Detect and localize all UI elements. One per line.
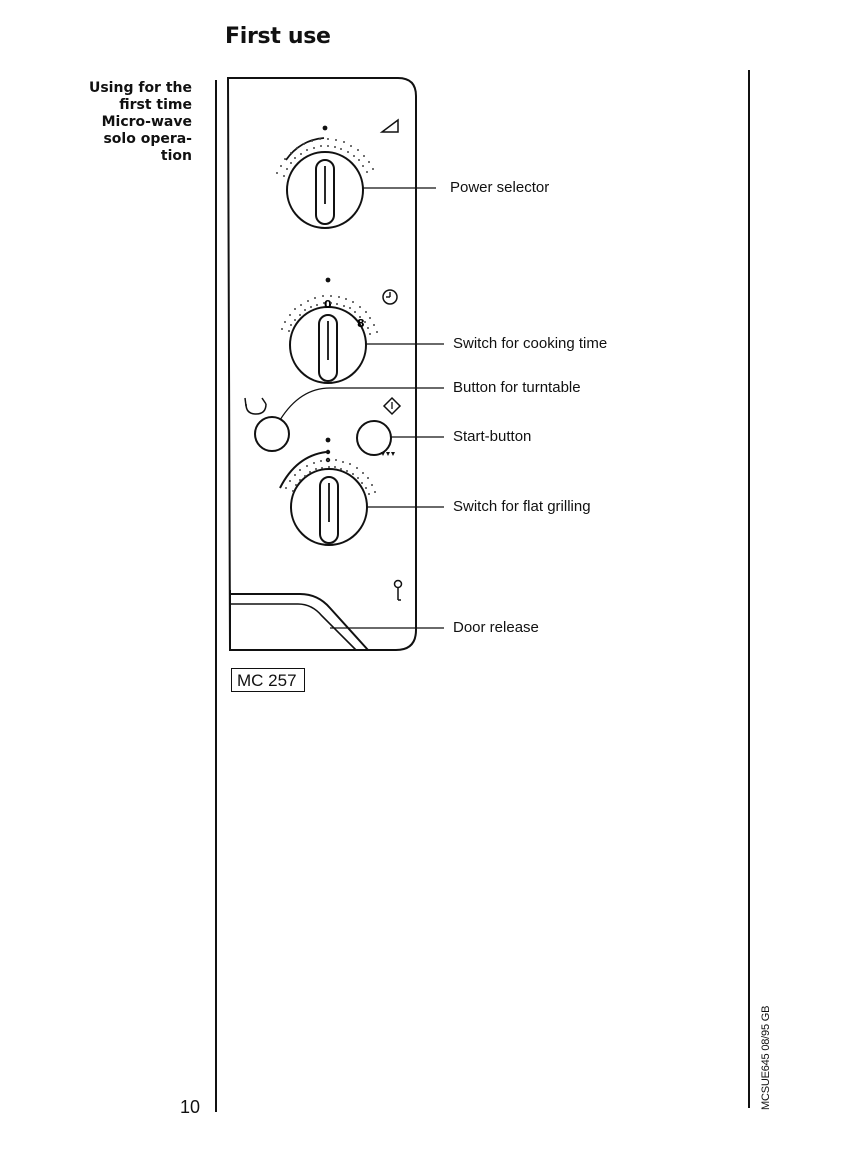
dial-scale-dot — [334, 146, 336, 148]
svg-text:8: 8 — [357, 317, 365, 330]
dial-scale-dot — [368, 493, 370, 495]
dial-scale-dot — [321, 467, 323, 469]
callout-turntable: Button for turntable — [453, 379, 581, 396]
power-triangle-icon — [382, 120, 398, 132]
dial-scale-dot — [292, 490, 294, 492]
dial-scale-dot — [280, 165, 282, 167]
dial-scale-dot — [289, 314, 291, 316]
dial-scale-dot — [299, 479, 301, 481]
power-selector-knob — [286, 126, 363, 228]
dial-scale-dot — [330, 302, 332, 304]
dial-scale-dot — [343, 305, 345, 307]
turntable-icon — [245, 398, 266, 414]
dial-scale-dot — [316, 304, 318, 306]
dial-scale-dot — [304, 475, 306, 477]
dial-scale-dot — [335, 139, 337, 141]
dial-scale-dot — [299, 314, 301, 316]
dial-scale-dot — [352, 473, 354, 475]
dial-scale-dot — [371, 484, 373, 486]
dial-scale-dot — [284, 158, 286, 160]
dial-scale-dot — [303, 143, 305, 145]
callout-flat-grilling: Switch for flat grilling — [453, 498, 591, 515]
dial-scale-dot — [347, 151, 349, 153]
turntable-button-shape — [255, 417, 289, 451]
dial-scale-dot — [365, 311, 367, 313]
dial-scale-dot — [343, 141, 345, 143]
dial-scale-dot — [320, 460, 322, 462]
dial-scale-dot — [350, 145, 352, 147]
dial-scale-dot — [300, 304, 302, 306]
dial-scale-dot — [364, 321, 366, 323]
dial-scale-dot — [374, 491, 376, 493]
dial-scale-dot — [328, 466, 330, 468]
dial-scale-dot — [286, 168, 288, 170]
dial-scale-dot — [362, 472, 364, 474]
dial-scale-dot — [357, 477, 359, 479]
callout-door-release: Door release — [453, 619, 539, 636]
svg-text:0: 0 — [324, 298, 332, 311]
dial-scale-dot — [290, 152, 292, 154]
dial-scale-dot — [327, 138, 329, 140]
dial-scale-dot — [283, 175, 285, 177]
dial-scale-dot — [330, 295, 332, 297]
dial-scale-dot — [290, 162, 292, 164]
dial-scale-dot — [306, 465, 308, 467]
model-label: MC 257 — [231, 668, 305, 692]
panel-outline — [228, 78, 416, 650]
start-button-shape — [357, 421, 391, 455]
dial-scale-dot — [310, 306, 312, 308]
callout-start: Start-button — [453, 428, 531, 445]
grill-icon — [381, 452, 395, 456]
dial-scale-dot — [281, 328, 283, 330]
dial-scale-dot — [313, 462, 315, 464]
dial-scale-dot — [365, 487, 367, 489]
dial-scale-dot — [307, 300, 309, 302]
callout-cooking-time: Switch for cooking time — [453, 335, 607, 352]
callout-power-selector: Power selector — [450, 179, 549, 196]
dial-scale-dot — [296, 147, 298, 149]
dial-scale-dot — [313, 147, 315, 149]
dial-scale-dot — [327, 145, 329, 147]
clock-icon — [383, 290, 397, 304]
dial-scale-dot — [300, 153, 302, 155]
dial-scale-dot — [366, 171, 368, 173]
leader-turntable — [280, 388, 444, 420]
dial-scale-dot — [367, 327, 369, 329]
key-icon — [395, 581, 402, 601]
dial-scale-dot — [357, 149, 359, 151]
document-reference: MCSUE645 08/95 GB — [760, 1006, 772, 1110]
dial-scale-dot — [294, 319, 296, 321]
start-icon — [384, 398, 400, 414]
page-number: 10 — [180, 1097, 200, 1118]
dial-scale-dot — [311, 140, 313, 142]
dial-scale-dot — [363, 155, 365, 157]
cooking-time-knob: 0 8 — [290, 278, 366, 383]
dial-scale-dot — [338, 296, 340, 298]
dial-scale-dot — [359, 306, 361, 308]
dial-scale-dot — [353, 155, 355, 157]
door-handle-bottom-line — [230, 604, 356, 650]
